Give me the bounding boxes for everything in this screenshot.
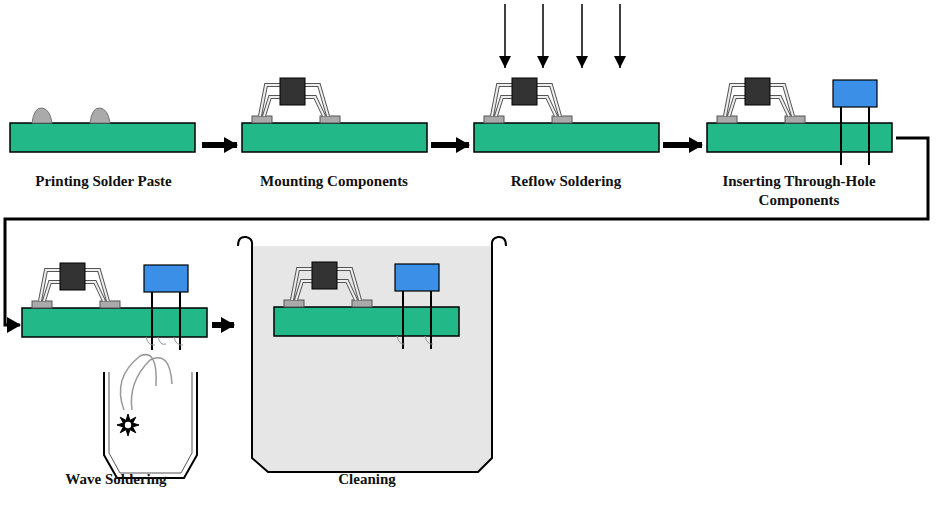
process-stage: Mounting Components bbox=[237, 0, 431, 195]
process-stage: Reflow Soldering bbox=[469, 0, 663, 195]
flow-arrow bbox=[202, 142, 237, 148]
stage-caption: Cleaning bbox=[234, 470, 500, 489]
flow-arrow bbox=[663, 142, 702, 148]
flow-arrow bbox=[5, 138, 928, 325]
stage-caption: Printing Solder Paste bbox=[5, 172, 202, 191]
process-stage: Wave Soldering bbox=[20, 228, 212, 496]
process-stage: Inserting Through-Hole Components bbox=[702, 0, 896, 214]
stage-caption: Inserting Through-Hole Components bbox=[702, 172, 896, 210]
stage-caption: Mounting Components bbox=[237, 172, 431, 191]
flow-arrow bbox=[431, 142, 469, 148]
stage-caption: Reflow Soldering bbox=[469, 172, 663, 191]
stage-caption: Wave Soldering bbox=[20, 470, 212, 489]
process-stage: Cleaning bbox=[234, 228, 500, 496]
process-stage: Printing Solder Paste bbox=[5, 0, 202, 195]
flow-arrow bbox=[212, 322, 234, 328]
